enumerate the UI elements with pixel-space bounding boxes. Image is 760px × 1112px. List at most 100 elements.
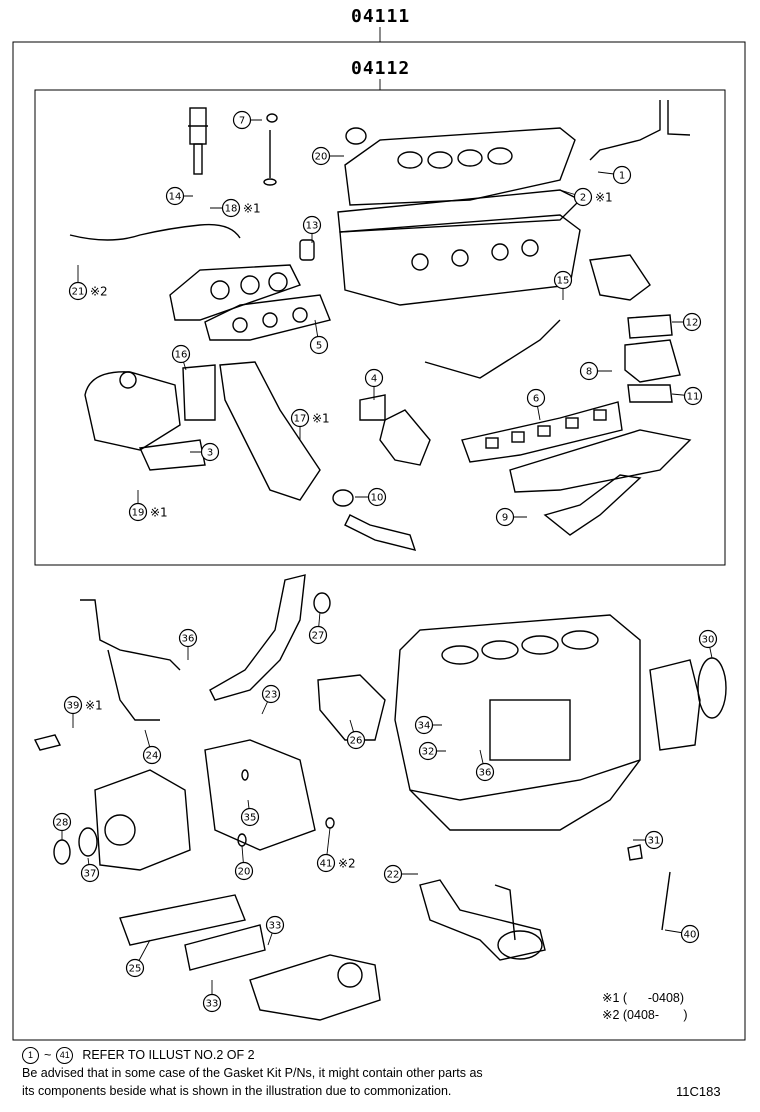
callout-number: 37: [84, 869, 97, 880]
callout-number: 33: [269, 921, 282, 932]
callout-number: 14: [169, 192, 182, 203]
callout-circle: [171, 344, 191, 364]
callout-c27: 27: [308, 611, 328, 645]
callout-number: 5: [316, 341, 322, 352]
callout-number: 10: [371, 493, 384, 504]
callout-c25: 25: [125, 939, 151, 978]
callout-number: 36: [479, 768, 492, 779]
callout-number: 40: [684, 930, 697, 941]
callout-c24: 24: [142, 729, 162, 765]
callout-circle: [579, 361, 599, 381]
callout-circle: [680, 924, 700, 944]
callout-number: 15: [557, 276, 570, 287]
callout-number: 33: [206, 999, 219, 1010]
timing-cover-drawing: [94, 769, 191, 871]
callout-number: 9: [502, 513, 508, 524]
callout-circle: [232, 110, 252, 130]
footer-notes: 1 ~ 41 REFER TO ILLUST NO.2 OF 2 Be advi…: [22, 1046, 742, 1100]
callout-number: 6: [533, 394, 539, 405]
callout-number: 25: [129, 964, 142, 975]
head-gasket-drawing: [337, 189, 582, 233]
callout-c9: 9: [495, 507, 527, 527]
cylinder-head-drawing: [339, 214, 581, 306]
drain-plug-drawing: [627, 844, 643, 861]
range-tilde: ~: [44, 1048, 52, 1062]
callout-number: 28: [56, 818, 69, 829]
callout-note: ※1: [595, 191, 613, 205]
range-end-circle: 41: [56, 1046, 74, 1064]
inner-kit-code: 04112: [351, 58, 411, 79]
outer-kit-code: 04111: [351, 6, 411, 27]
oil-cooler-plate-drawing: [184, 924, 266, 971]
callout-number: 24: [146, 751, 159, 762]
turbocharger-drawing: [84, 371, 181, 451]
callout-circle: [475, 762, 495, 782]
callout-number: 2: [580, 193, 586, 204]
callout-number: 20: [238, 867, 251, 878]
oil-feed-pipe-drawing: [424, 319, 561, 379]
callout-circle: [698, 629, 718, 649]
callout-circle: [418, 741, 438, 761]
callout-circle: [414, 715, 434, 735]
callout-circle: [495, 507, 515, 527]
callout-number: 13: [306, 221, 319, 232]
callout-c5: 5: [309, 319, 329, 355]
callout-c20a: 20: [311, 146, 344, 166]
callout-circle: [553, 270, 573, 290]
outer-kit-frame: [12, 41, 746, 1041]
callout-note: ※1: [243, 202, 261, 216]
oil-strainer-drawing: [419, 879, 546, 961]
bypass-pipe-drawing: [209, 574, 306, 701]
turbo-gasket-drawing: [138, 439, 206, 471]
callout-c6: 6: [526, 388, 546, 421]
callout-circle: [240, 807, 260, 827]
bypass-ring-drawing: [313, 592, 331, 614]
callout-number: 4: [371, 374, 377, 385]
callout-number: 32: [422, 747, 435, 758]
callout-number: 31: [648, 836, 661, 847]
callout-note: ※2: [90, 285, 108, 299]
callout-c41: 41※2: [316, 827, 356, 873]
callout-c13: 13: [302, 215, 322, 243]
callout-number: 34: [418, 721, 431, 732]
callout-c33a: 33: [265, 915, 285, 946]
callout-circle: [128, 502, 148, 522]
callout-circle: [125, 958, 145, 978]
callout-c21: 21 ※2: [68, 265, 108, 301]
callout-circle: [234, 861, 254, 881]
callout-c32: 32: [418, 741, 446, 761]
callout-circle: [52, 812, 72, 832]
exhaust-manifold-drawing: [169, 264, 301, 321]
oil-pipe-drawing: [589, 100, 661, 161]
callout-c18: 18※1: [210, 198, 261, 218]
water-inlet-gasket-drawing: [627, 314, 673, 339]
plug-seal-drawing: [299, 239, 315, 261]
advice-line-1: Be advised that in some case of the Gask…: [22, 1066, 483, 1080]
callout-c2: 2 ※1: [559, 187, 613, 207]
small-seal-drawing: [325, 817, 335, 829]
callout-number: 19: [132, 508, 145, 519]
callout-c35: 35: [240, 799, 260, 827]
callout-c17: 17※1: [290, 408, 330, 440]
callout-number: 27: [312, 631, 325, 642]
front-oil-seal-drawing: [53, 839, 71, 865]
callout-number: 8: [586, 367, 592, 378]
callout-circle: [367, 487, 387, 507]
legend-note-1: ※1 ( -0408): [602, 991, 685, 1005]
exhaust-pipe-drawing: [219, 361, 321, 501]
callout-number: 7: [239, 116, 245, 127]
callout-number: 16: [175, 350, 188, 361]
oil-dipstick-drawing: [661, 871, 671, 931]
callout-number: 35: [244, 813, 257, 824]
callout-c37: 37: [80, 857, 100, 883]
callout-number: 17: [294, 414, 307, 425]
glow-wire-drawing: [69, 223, 241, 241]
advice-line-2: its components beside what is shown in t…: [22, 1084, 452, 1098]
intake-gasket-drawing: [461, 401, 623, 463]
water-inlet-drawing: [589, 254, 651, 301]
cylinder-block-drawing: [394, 614, 641, 831]
callout-number: 21: [72, 287, 85, 298]
callout-c10: 10: [355, 487, 387, 507]
range-start-circle: 1: [22, 1046, 39, 1064]
